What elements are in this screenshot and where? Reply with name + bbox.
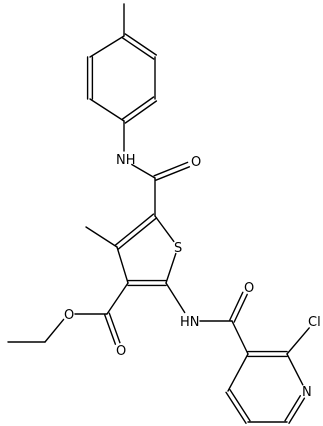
bond-p_c5-p_c4 [229, 389, 251, 422]
bond-t_c4-me_th [85, 226, 118, 248]
bond-t_c4-t_c5-second [114, 213, 155, 246]
bond-c_ester-o_ester_dbl [103, 314, 117, 345]
bond-p_n-p_c6 [284, 395, 301, 422]
bond-c_ester-o_ester_dbl-second [108, 312, 121, 344]
atom-label-o_amide2: O [244, 281, 254, 296]
bond-r_c3-r_c4 [121, 96, 155, 120]
bond-p_c2-cl [286, 327, 310, 355]
bond-c_amide2-o_amide2 [233, 293, 248, 323]
bond-t_c2-n_amide2 [165, 282, 186, 314]
bond-t_c3-c_ester [106, 282, 129, 315]
bond-t_s-t_c2 [165, 252, 177, 284]
bond-p_n-p_c6-second [288, 397, 306, 424]
bond-t_c5-t_s [154, 215, 175, 243]
bond-p_c5-p_c4-second [225, 391, 247, 424]
bond-r_c1-r_c2 [121, 37, 155, 60]
bond-o_ester-c_ch2 [44, 318, 65, 343]
bond-n_amide1-c_amide1 [131, 163, 156, 179]
atom-label-n_amide1: NH [116, 153, 136, 168]
bond-c_amide1-o_amide1-second [153, 161, 189, 177]
atom-label-o_ester: O [64, 308, 74, 323]
bond-r_c6-r_c1 [89, 35, 125, 58]
atom-label-layer: NH O S O O HN O ClN [64, 153, 321, 400]
atom-label-o_amide1: O [191, 155, 201, 170]
bond-layer [7, 3, 310, 424]
bond-t_c4-t_c5 [117, 217, 158, 250]
bond-c_amide2-p_c3 [231, 320, 249, 355]
bond-r_c3-r_c4-second [124, 100, 158, 124]
bond-r_c1-r_c2-second [124, 33, 158, 56]
bond-t_c3-t_c4 [116, 246, 129, 284]
bond-p_c4-p_c3 [227, 353, 249, 392]
bond-p_c2-p_n [286, 353, 304, 386]
atom-label-p_n: N [302, 385, 312, 400]
bond-c_amide2-o_amide2-second [229, 291, 244, 321]
bond-r_c4-r_c5 [89, 98, 125, 122]
atom-label-t_s: S [174, 241, 182, 256]
bond-c_amide1-o_amide1 [155, 166, 191, 181]
atom-label-n_amide2: HN [180, 315, 200, 330]
atom-label-cl: Cl [308, 315, 321, 330]
atom-label-o_ester_dbl: O [116, 344, 126, 359]
